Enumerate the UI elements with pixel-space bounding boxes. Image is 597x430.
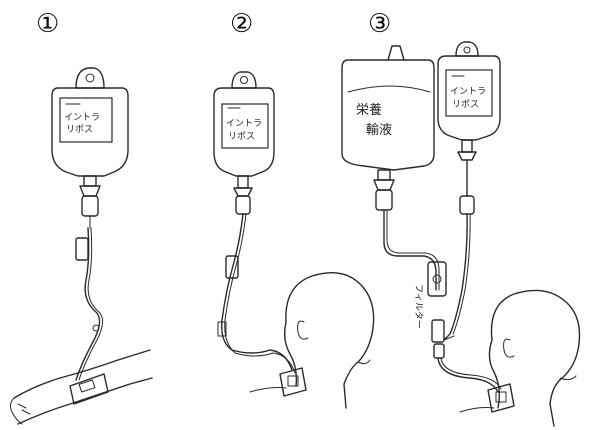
bag-body: [213, 87, 275, 177]
bag-label-line1: 栄養: [356, 102, 382, 118]
bag-label-line2: リポス: [452, 99, 479, 110]
panel-2-iv-tube: [221, 213, 293, 371]
bag-hanger: [387, 45, 405, 61]
bag-hanger: [75, 67, 105, 89]
bag-hanger: [231, 71, 257, 89]
bag-label-sticker: [445, 69, 493, 117]
panel-1-drip-chamber: [79, 175, 101, 229]
panel-3-patient-head: [459, 289, 581, 427]
panel-3-patient-line: [437, 357, 499, 393]
panel-3: ③ 栄養 輸液 イントラ リポス: [341, 9, 581, 427]
panel-2-number: ②: [230, 9, 253, 39]
bag-label-sticker: [59, 97, 113, 143]
bag-hanger-hole: [240, 76, 248, 84]
panel-1-arm: [9, 349, 153, 425]
bag-label-line1: イントラ: [226, 118, 262, 129]
panel-3-intralipos-bag: イントラ リポス: [437, 41, 501, 141]
panel-2-drip-chamber: [233, 175, 253, 215]
panel-2-neck-dressing: [279, 367, 307, 397]
panel-3-number: ③: [368, 9, 391, 39]
panel-2: ② イントラ リポス: [213, 9, 375, 409]
bag-body: [437, 55, 501, 141]
bag-label-line2: リポス: [66, 124, 93, 135]
panel-2-ear: [297, 320, 309, 340]
panel-2-roller-clamp: [225, 255, 239, 279]
bag-body: [51, 87, 129, 177]
panel-2-intralipos-bag: イントラ リポス: [213, 71, 275, 177]
bag-label-line2: 輸液: [366, 123, 392, 138]
panel-3-inline-filter: [427, 261, 447, 297]
panel-3-ear: [503, 338, 515, 358]
panel-1: ① イントラ リポス: [9, 9, 153, 425]
panel-1-roller-clamp: [75, 237, 89, 261]
panel-3-y-connector: [431, 319, 455, 359]
bag-label-line1: イントラ: [450, 86, 486, 97]
bag-hanger: [455, 41, 479, 57]
panel-1-iv-dressing: [69, 373, 109, 405]
panel-1-intralipos-bag: イントラ リポス: [51, 67, 129, 177]
bag-label-sticker: [221, 103, 269, 149]
panel-1-iv-tube: [75, 227, 101, 381]
panel-3-nutrition-bag: 栄養 輸液: [341, 45, 435, 171]
panel-3-filter-label: フィルター: [413, 284, 424, 329]
panel-3-nutrition-drip-chamber: [373, 169, 395, 211]
bag-hanger-hole: [85, 73, 95, 83]
bag-label-line1: イントラ: [64, 112, 100, 123]
panel-1-number: ①: [36, 9, 59, 39]
panel-2-patient-head: [249, 272, 375, 409]
bag-label-line2: リポス: [228, 131, 255, 142]
bag-body: [341, 59, 435, 171]
panel-3-intralipos-tube: [443, 159, 468, 341]
panel-3-neck-dressing: [487, 383, 515, 413]
